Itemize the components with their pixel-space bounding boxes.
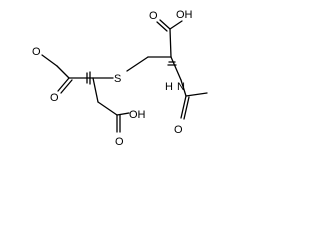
bond-acetyl-c-o-double-b [183,96,190,120]
bond-ester-o-ch3 [41,54,58,67]
bond-cstar-ch2 [92,77,99,103]
atom-label-amide-n: N [177,81,185,93]
bond-calpha-n [170,56,182,81]
atom-labels: OH O O S N H O OH O O [32,9,193,148]
bond-ester-c-o [56,65,70,79]
atom-label-amide-carbonyl-o: O [174,124,183,136]
atom-label-ester-carbonyl-o: O [50,92,59,104]
atom-label-ester-o: O [32,46,41,58]
bond-ester-c-o-double-a [57,77,70,92]
bond-n-c-acetyl [180,79,187,97]
bond-acetyl-c-o-double-a [180,95,187,119]
stereo-hash-ester [86,71,91,85]
bond-acid-bottom-c-oh [116,112,130,116]
molecule-structure: OH O O S N H O OH O O [32,9,208,148]
atom-label-sulfur: S [114,73,121,85]
bond-ch2-acid-bottom-c [97,101,118,116]
atom-label-acid-top-oh: OH [176,9,193,21]
bond-ester-c-o-double-b [60,79,73,94]
stereo-hash-bonds [86,61,177,85]
atom-label-amide-h: H [165,81,173,93]
atom-label-acid-bottom-o: O [115,136,124,148]
stereo-hash-top [167,61,177,66]
bond-acid-top-c-calpha [169,28,172,58]
atom-label-acid-top-o: O [149,10,158,22]
bond-acetyl-c-ch3 [185,92,208,97]
bonds [41,19,208,133]
bond-acid-top-c-o-double-a [159,19,171,30]
bond-acid-top-c-o-double-b [156,21,168,32]
atom-label-acid-bottom-oh: OH [129,109,146,121]
bond-ch2-s [126,56,149,72]
bond-acid-top-c-oh [169,20,183,30]
